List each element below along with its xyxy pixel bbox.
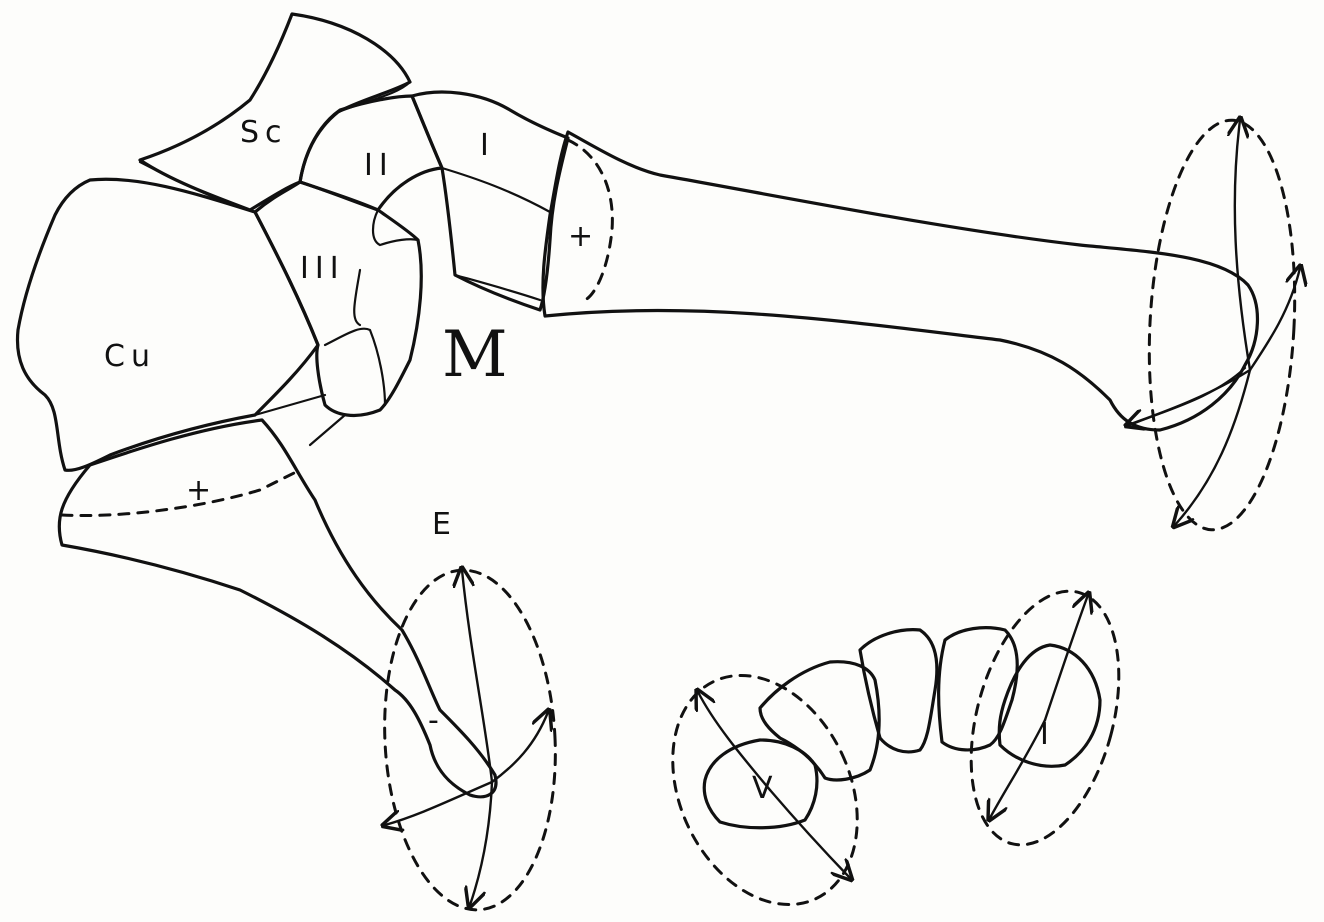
head-5-motion <box>637 645 893 922</box>
cuneiform-2-label: II <box>364 148 394 183</box>
scaphoid-label: Sc <box>240 115 288 150</box>
cuneiform-3-bone <box>255 182 421 415</box>
cuboid-label: Cu <box>104 339 156 374</box>
head-1-label: I <box>1040 717 1055 752</box>
first-metatarsal-motion <box>1128 117 1305 534</box>
first-metatarsal-mark: + <box>568 219 599 254</box>
head-5-label: V <box>752 771 779 806</box>
fifth-metatarsal-label: E <box>432 507 457 542</box>
first-metatarsal-bone <box>543 132 1258 430</box>
cuneiform-3-label: III <box>300 251 345 286</box>
cuboid-bone <box>17 162 318 470</box>
head-1-motion <box>946 575 1145 861</box>
cuneiform-1-label: I <box>480 128 495 163</box>
tuberosity-mark: - <box>428 703 445 738</box>
fifth-metatarsal-mark: + <box>186 473 217 508</box>
metatarsal-label: M <box>442 318 508 392</box>
